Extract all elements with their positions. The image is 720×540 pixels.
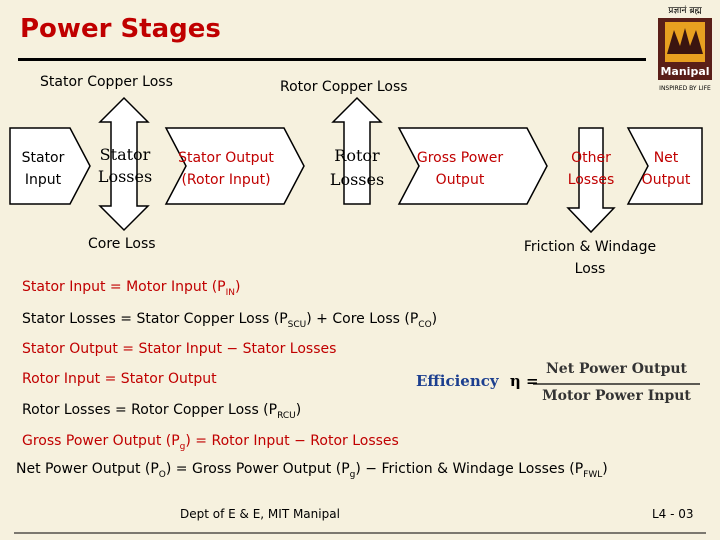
rotor-losses-label: Rotor Losses [322, 144, 392, 192]
gross-power-line1: Gross Power [416, 150, 504, 166]
logo-tagline-text: INSPIRED BY LIFE [659, 85, 711, 92]
stator-output-label: Stator Output (Rotor Input) [168, 147, 284, 191]
stator-input-line1: Stator [21, 150, 65, 166]
eq-stator-input: Stator Input = Motor Input (PIN) [22, 279, 241, 298]
friction-line1: Friction & Windage [523, 239, 657, 255]
arrow-other-losses [566, 127, 616, 234]
efficiency-word: Efficiency [416, 372, 499, 390]
manipal-logo-graphic: प्रज्ञानं ब्रह्म Manipal INSPIRED BY LIF… [658, 5, 712, 92]
footer-page-number: L4 - 03 [652, 507, 694, 521]
eq-rotor-losses: Rotor Losses = Rotor Copper Loss (PRCU) [22, 402, 302, 421]
eq-rotor-input: Rotor Input = Stator Output [22, 371, 217, 387]
rotor-losses-line2: Losses [329, 170, 385, 189]
flow-net-output [626, 127, 703, 205]
other-losses-line1: Other [571, 150, 611, 166]
stator-input-line2: Input [24, 172, 62, 188]
other-losses-label: Other Losses [556, 147, 626, 191]
friction-line2: Loss [574, 261, 606, 277]
flow-stator-output [164, 127, 305, 205]
efficiency-denominator: Motor Power Input [542, 388, 691, 404]
eq-gross-power: Gross Power Output (Pg) = Rotor Input − … [22, 433, 399, 452]
eq-net-power: Net Power Output (PO) = Gross Power Outp… [16, 461, 608, 480]
flow-gross-power [397, 127, 548, 205]
gross-power-label: Gross Power Output [404, 147, 516, 191]
net-output-line2: Output [641, 172, 691, 188]
stator-output-line1: Stator Output [178, 150, 274, 166]
net-output-label: Net Output [634, 147, 698, 191]
other-losses-line2: Losses [567, 172, 615, 188]
arrow-rotor-losses [331, 96, 383, 205]
page-title: Power Stages [20, 14, 221, 44]
efficiency-label: Efficiency η = [416, 372, 539, 390]
rotor-losses-line1: Rotor [334, 146, 380, 165]
stator-losses-line1: Stator [99, 145, 151, 164]
efficiency-numerator: Net Power Output [545, 361, 688, 377]
rotor-copper-loss-label: Rotor Copper Loss [280, 79, 408, 95]
eq-stator-losses: Stator Losses = Stator Copper Loss (PSCU… [22, 311, 438, 330]
gross-power-line2: Output [435, 172, 485, 188]
manipal-logo: प्रज्ञानं ब्रह्म Manipal INSPIRED BY LIF… [652, 2, 718, 92]
friction-windage-label: Friction & Windage Loss [508, 236, 672, 280]
logo-script-text: प्रज्ञानं ब्रह्म [668, 5, 702, 16]
eq-stator-output: Stator Output = Stator Input − Stator Lo… [22, 341, 337, 357]
net-output-line1: Net [653, 150, 679, 166]
efficiency-symbol: η = [509, 372, 539, 390]
stator-input-label: Stator Input [12, 147, 74, 191]
title-rule [18, 58, 646, 61]
stator-output-line2: (Rotor Input) [181, 172, 271, 188]
stator-copper-loss-label: Stator Copper Loss [40, 74, 173, 90]
stator-losses-line2: Losses [97, 167, 153, 186]
footer-dept: Dept of E & E, MIT Manipal [180, 507, 340, 521]
flow-stator-input [9, 127, 91, 205]
stator-losses-label: Stator Losses [92, 144, 158, 188]
arrow-stator-losses [98, 96, 150, 232]
logo-name-text: Manipal [660, 65, 709, 78]
core-loss-label: Core Loss [88, 236, 156, 252]
